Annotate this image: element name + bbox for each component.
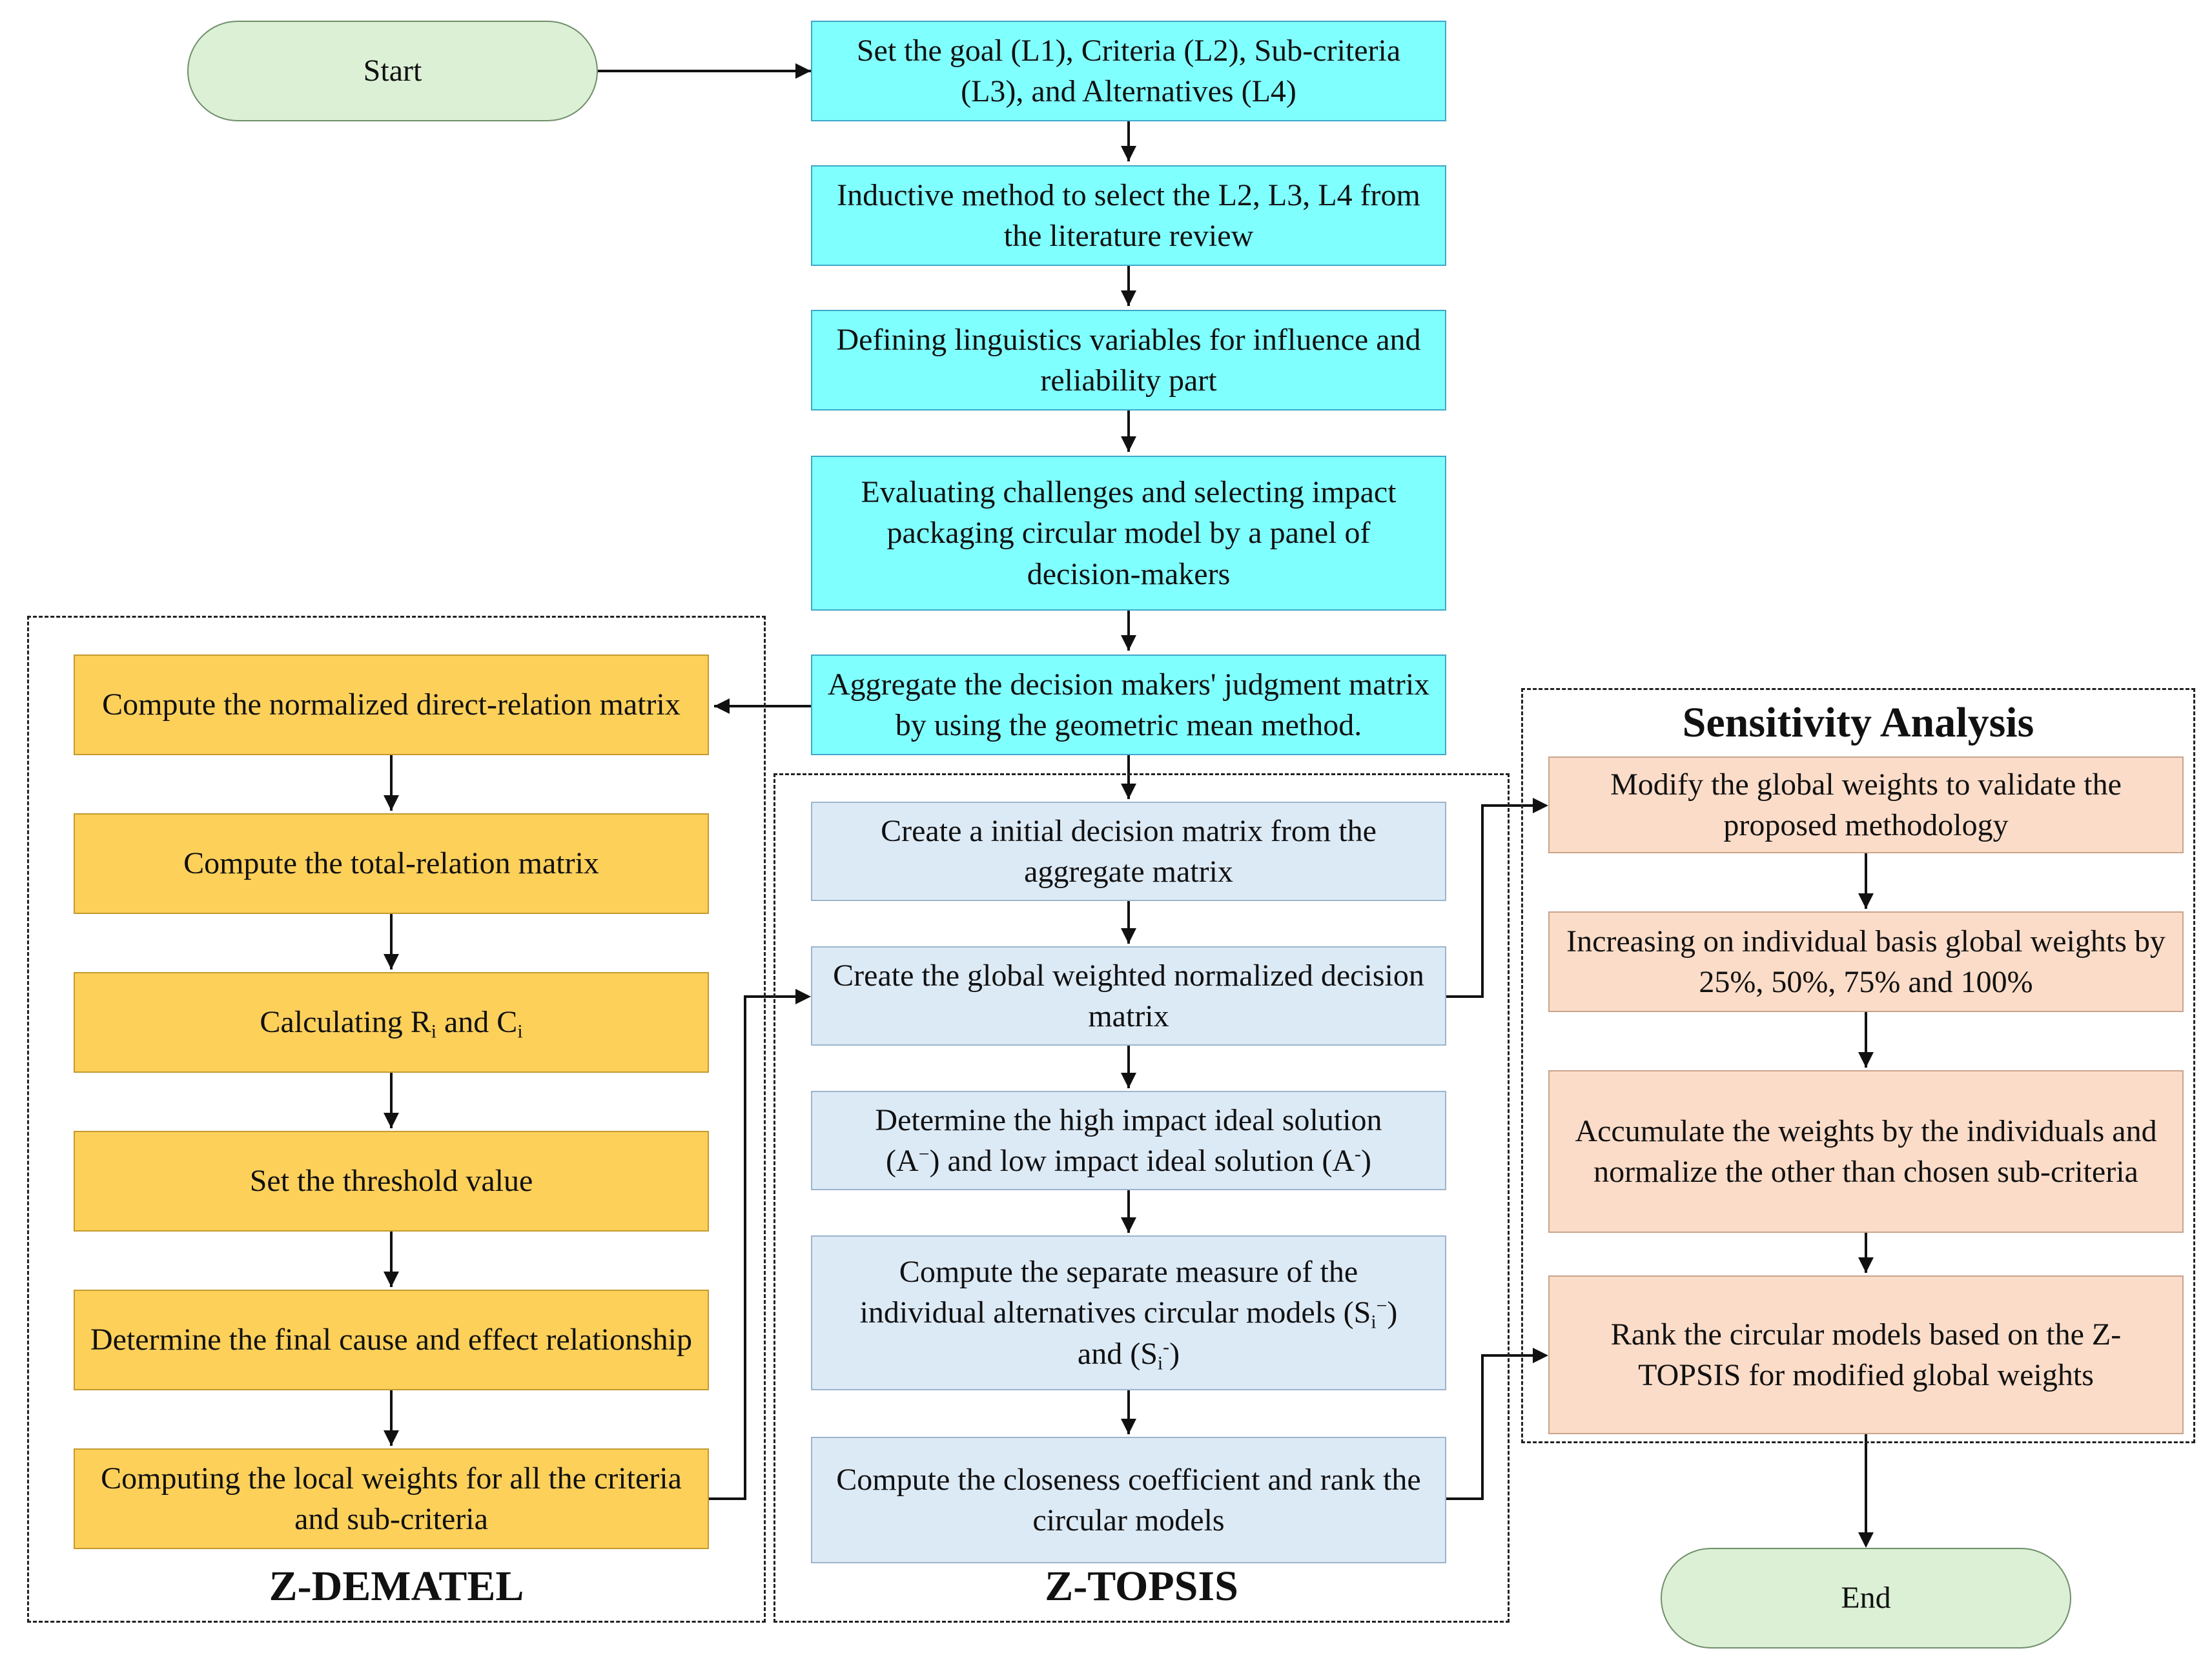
z-topsis-group bbox=[773, 773, 1510, 1623]
sensitivity-step-2: Increasing on individual basis global we… bbox=[1548, 911, 2184, 1012]
dematel-step-1: Compute the normalized direct-relation m… bbox=[74, 654, 709, 755]
topsis-step-3-text: Determine the high impact ideal solution… bbox=[875, 1102, 1382, 1178]
main-step-1: Set the goal (L1), Criteria (L2), Sub-cr… bbox=[811, 21, 1446, 121]
main-step-2: Inductive method to select the L2, L3, L… bbox=[811, 165, 1446, 266]
start-terminal: Start bbox=[187, 21, 598, 121]
arrow-topsis5-sens4 bbox=[1446, 1354, 1544, 1500]
dematel-step-5: Determine the final cause and effect rel… bbox=[74, 1290, 709, 1390]
dematel-step-2: Compute the total-relation matrix bbox=[74, 813, 709, 914]
topsis-step-2: Create the global weighted normalized de… bbox=[811, 946, 1446, 1046]
dematel-step-4: Set the threshold value bbox=[74, 1131, 709, 1232]
z-dematel-group bbox=[27, 616, 766, 1623]
main-step-4: Evaluating challenges and selecting impa… bbox=[811, 456, 1446, 611]
z-dematel-title: Z-DEMATEL bbox=[269, 1563, 524, 1610]
dematel-step-3-text: Calculating Ri and Ci bbox=[260, 1005, 523, 1042]
arrow-dematel6-topsis2 bbox=[709, 995, 807, 1500]
sensitivity-step-4: Rank the circular models based on the Z-… bbox=[1548, 1275, 2184, 1434]
end-terminal: End bbox=[1661, 1548, 2071, 1649]
arrow-topsis2-sens1 bbox=[1446, 804, 1544, 998]
main-step-3: Defining linguistics variables for influ… bbox=[811, 310, 1446, 411]
dematel-step-6: Computing the local weights for all the … bbox=[74, 1448, 709, 1549]
z-topsis-title: Z-TOPSIS bbox=[1045, 1563, 1238, 1610]
sensitivity-analysis-title: Sensitivity Analysis bbox=[1682, 699, 2034, 746]
sensitivity-step-3: Accumulate the weights by the individual… bbox=[1548, 1070, 2184, 1233]
sensitivity-analysis-group bbox=[1521, 688, 2195, 1443]
topsis-step-1: Create a initial decision matrix from th… bbox=[811, 802, 1446, 901]
main-step-5: Aggregate the decision makers' judgment … bbox=[811, 654, 1446, 755]
sensitivity-step-1: Modify the global weights to validate th… bbox=[1548, 756, 2184, 853]
dematel-step-3: Calculating Ri and Ci bbox=[74, 972, 709, 1073]
topsis-step-3: Determine the high impact ideal solution… bbox=[811, 1091, 1446, 1190]
topsis-step-5: Compute the closeness coefficient and ra… bbox=[811, 1437, 1446, 1563]
